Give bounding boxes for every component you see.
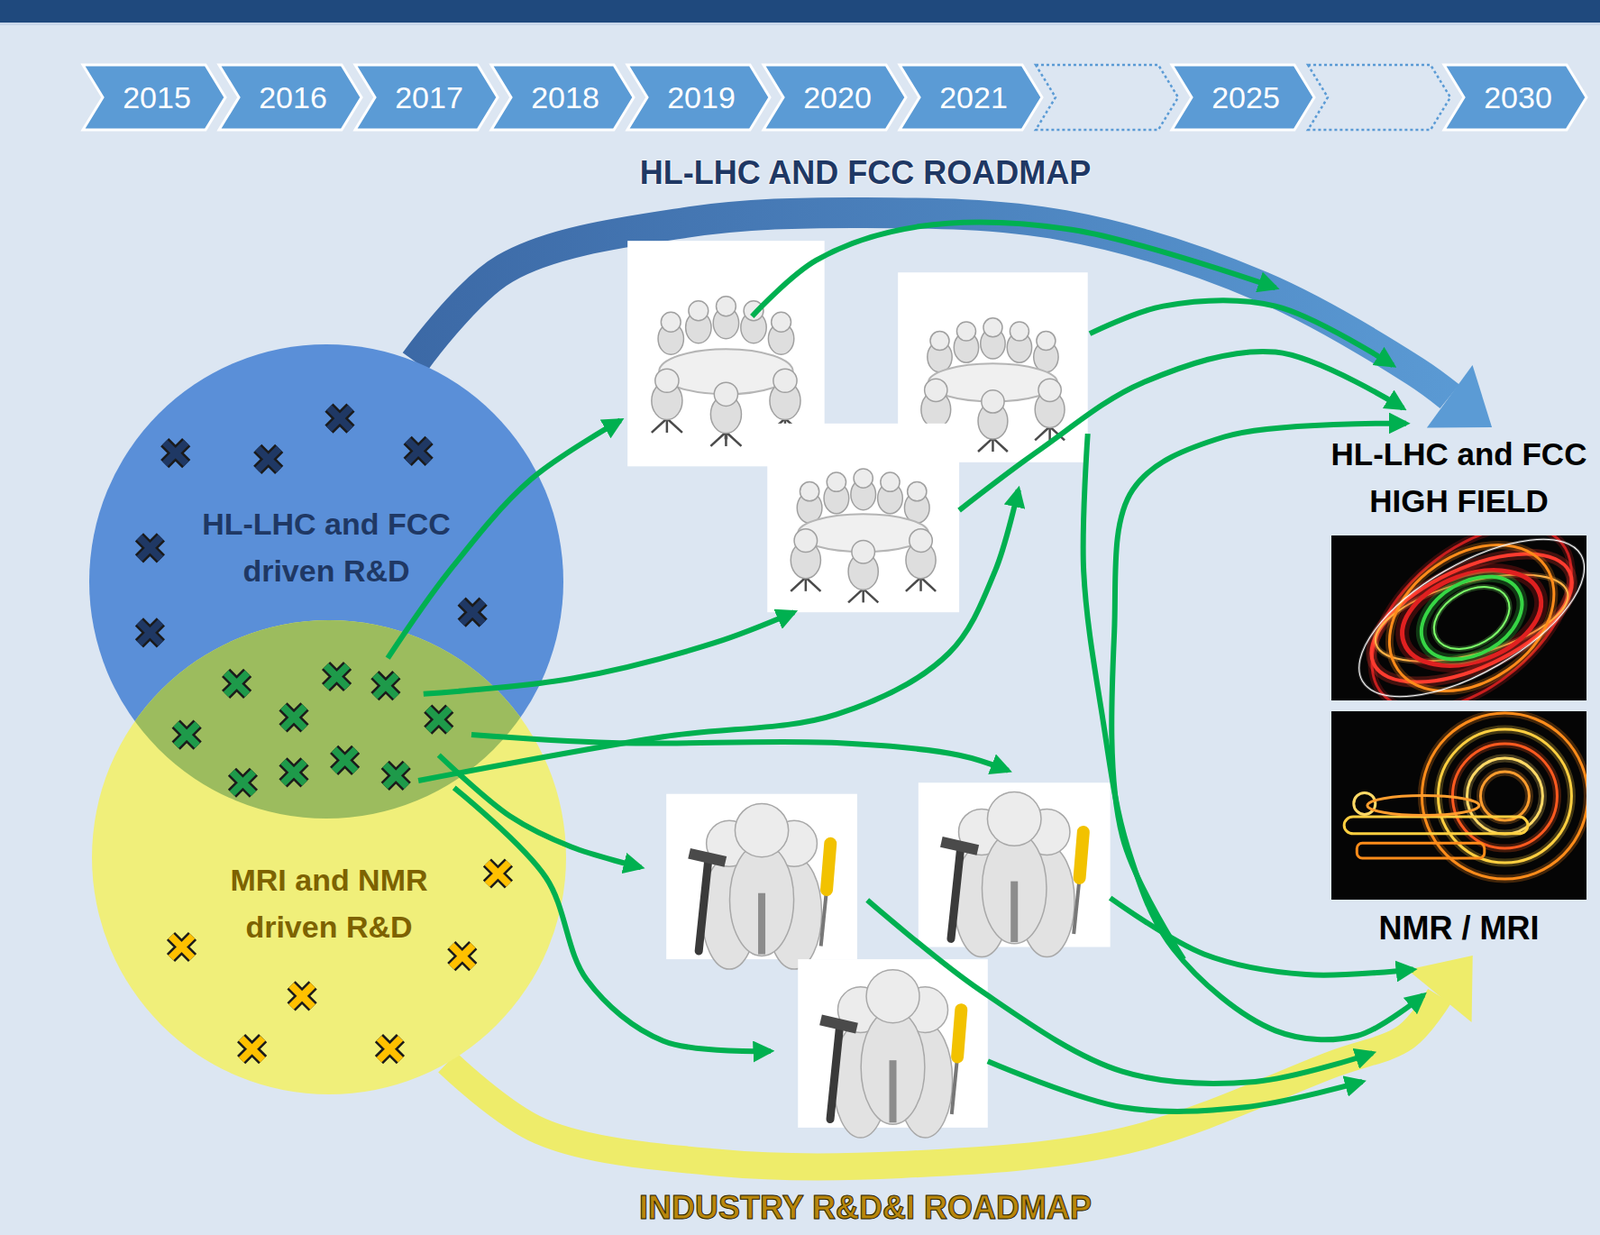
rd-circle: HL-LHC and FCC driven R&D xyxy=(89,344,564,819)
flow-arrow xyxy=(1089,300,1393,366)
cross-mark xyxy=(138,621,161,644)
flow-arrow xyxy=(423,612,795,695)
flow-arrows xyxy=(387,222,1424,1112)
title-bar-rule xyxy=(0,22,1600,26)
cross-mark xyxy=(170,936,192,959)
overlap-fill xyxy=(89,344,564,819)
timeline-chevron xyxy=(763,64,906,130)
flow-arrow xyxy=(454,787,771,1052)
cross-mark xyxy=(283,761,305,784)
timeline-chevron xyxy=(82,64,226,130)
cross-mark xyxy=(461,601,484,623)
circle-fill xyxy=(89,344,564,819)
timeline xyxy=(82,64,1587,130)
cross-mark xyxy=(451,945,474,968)
flow-arrow xyxy=(438,755,641,869)
circle-fills xyxy=(89,344,567,1095)
timeline-year: 2025 xyxy=(1211,79,1280,116)
cross-mark xyxy=(283,706,305,729)
roadmap-label: HL-LHC AND FCC ROADMAP xyxy=(640,154,1092,192)
arrowhead xyxy=(1426,365,1492,429)
cross-mark xyxy=(164,442,187,465)
target-heading: HL-LHC and FCC HIGH FIELD xyxy=(1321,430,1597,525)
roadmap-arrow xyxy=(448,955,1473,1168)
timeline-chevron xyxy=(355,64,498,130)
timeline-chevron xyxy=(1444,64,1587,130)
cross-mark xyxy=(334,749,357,771)
circle-heading: MRI and NMR driven R&D xyxy=(180,856,478,951)
target-panel: NMR / MRI xyxy=(1321,711,1597,949)
rd-circle: MRI and NMR driven R&D xyxy=(91,620,567,1095)
flow-arrow xyxy=(959,351,1403,511)
timeline-year: 2015 xyxy=(122,79,192,116)
cross-mark xyxy=(257,448,280,470)
title-bar xyxy=(0,0,1600,23)
cross-mark xyxy=(486,862,509,885)
circle-heading: HL-LHC and FCC driven R&D xyxy=(177,500,476,595)
cross-mark xyxy=(241,1038,264,1061)
timeline-chevron xyxy=(1035,64,1179,130)
timeline-year: 2019 xyxy=(667,79,736,116)
cross-mark xyxy=(175,723,198,746)
target-panel: HL-LHC and FCC HIGH FIELD xyxy=(1321,430,1597,701)
scanner-picture xyxy=(1331,711,1587,900)
cross-mark xyxy=(384,764,407,787)
cross-mark xyxy=(374,675,397,697)
timeline-year: 2016 xyxy=(258,79,328,116)
timeline-year: 2030 xyxy=(1483,79,1553,116)
arrowhead xyxy=(1407,955,1472,1023)
cross-mark xyxy=(326,666,348,688)
roadmap-label: INDUSTRY R&D&I ROADMAP xyxy=(639,1188,1092,1227)
timeline-chevron xyxy=(1171,64,1315,130)
cross-mark xyxy=(329,407,351,430)
flow-arrow xyxy=(418,489,1019,781)
flow-arrow xyxy=(867,899,1372,1084)
workers-picture xyxy=(918,782,1111,957)
timeline-chevron xyxy=(1307,64,1451,130)
flow-arrow xyxy=(471,734,1008,771)
timeline-year: 2017 xyxy=(394,79,464,116)
cross-mark xyxy=(138,537,161,559)
timeline-chevron xyxy=(627,64,770,130)
workers-picture xyxy=(797,959,988,1138)
cross-mark xyxy=(231,771,254,794)
cross-mark xyxy=(407,439,430,462)
meeting-picture xyxy=(767,423,960,613)
target-heading: NMR / MRI xyxy=(1321,908,1597,949)
project-marks xyxy=(138,407,509,1061)
cross-mark xyxy=(378,1038,401,1061)
timeline-chevron xyxy=(491,64,634,130)
workers-picture xyxy=(666,794,858,970)
cross-mark xyxy=(291,985,313,1007)
timeline-year: 2020 xyxy=(803,79,872,116)
flow-arrow xyxy=(987,1060,1363,1112)
magnet-picture xyxy=(1331,535,1587,701)
cross-mark xyxy=(428,708,450,731)
timeline-chevron xyxy=(899,64,1043,130)
cross-mark xyxy=(226,672,248,695)
timeline-year: 2018 xyxy=(530,79,600,116)
pictures xyxy=(627,240,1110,1138)
timeline-year: 2021 xyxy=(939,79,1008,116)
timeline-chevron xyxy=(219,64,362,130)
